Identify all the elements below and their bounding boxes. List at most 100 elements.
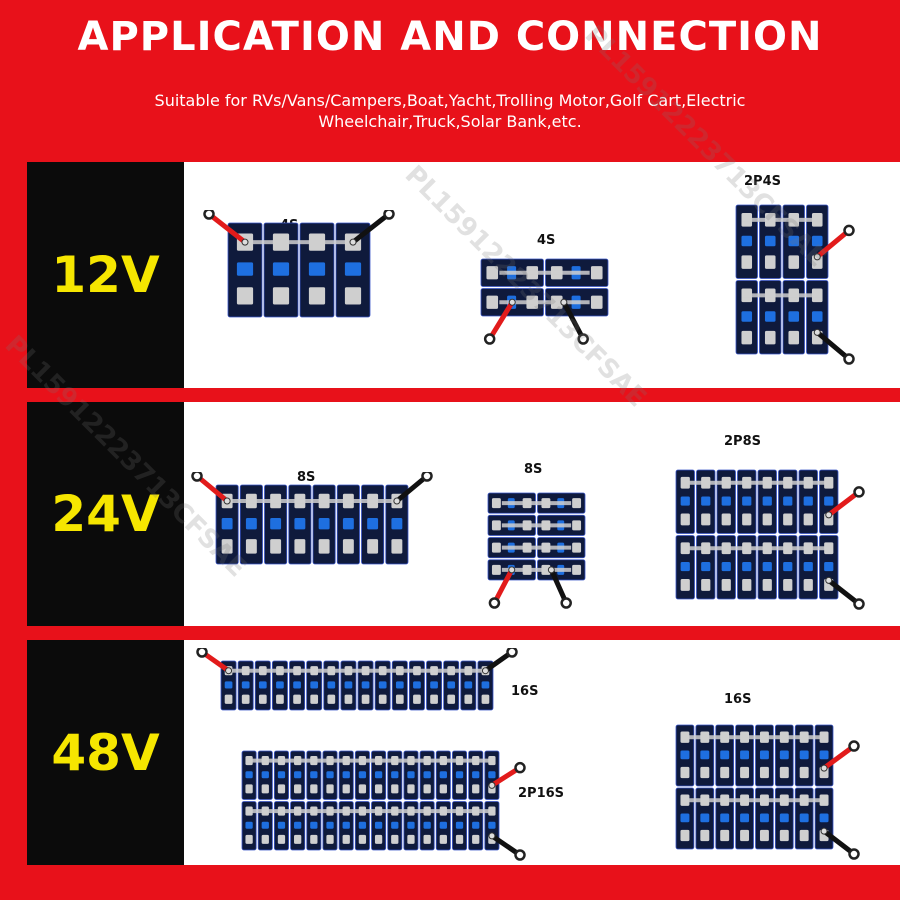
terminal-icon [261, 834, 269, 844]
terminal-icon [824, 496, 834, 506]
terminal-icon [277, 821, 286, 829]
terminal-icon [391, 771, 399, 779]
busbar [680, 735, 829, 740]
battery-diagram-8s [487, 492, 586, 609]
negative-cable [814, 329, 852, 362]
terminal-icon [720, 766, 730, 779]
terminal-icon [759, 829, 769, 842]
terminal-icon [680, 496, 690, 506]
terminal-icon [423, 834, 431, 844]
terminal-icon [486, 266, 499, 280]
terminal-icon [378, 681, 387, 689]
terminal-bolt-icon [393, 497, 401, 505]
busbar [245, 758, 496, 763]
terminal-icon [358, 771, 367, 779]
cable-ring-icon [196, 648, 208, 658]
terminal-bolt-icon [508, 566, 516, 574]
terminal-icon [680, 813, 690, 823]
terminal-icon [310, 681, 319, 689]
terminal-icon [344, 694, 353, 704]
terminal-bolt-icon [825, 576, 833, 584]
terminal-bolt-icon [488, 781, 496, 789]
terminal-icon [472, 771, 480, 779]
terminal-icon [407, 784, 415, 794]
terminal-icon [358, 834, 367, 844]
terminal-bolt-icon [813, 253, 821, 261]
terminal-icon [488, 771, 496, 779]
cable-ring-icon [383, 210, 395, 220]
terminal-icon [272, 262, 290, 276]
terminal-icon [740, 750, 750, 760]
terminal-icon [374, 784, 383, 794]
terminal-icon [430, 694, 438, 704]
terminal-icon [819, 813, 829, 823]
terminal-icon [327, 681, 336, 689]
terminal-bolt-icon [225, 667, 233, 675]
terminal-icon [701, 513, 711, 526]
terminal-icon [762, 562, 772, 572]
terminal-icon [342, 539, 354, 554]
cable-ring-icon [191, 472, 203, 482]
terminal-icon [799, 813, 809, 823]
terminal-icon [680, 579, 690, 591]
cable-ring-icon [203, 210, 215, 220]
terminal-icon [779, 766, 789, 779]
busbar [501, 501, 572, 506]
cable-ring-icon [853, 598, 865, 610]
voltage-label-box: 48V [27, 640, 184, 865]
terminal-icon [572, 520, 582, 531]
terminal-icon [391, 784, 399, 794]
terminal-icon [261, 784, 269, 794]
terminal-icon [720, 750, 730, 760]
terminal-bolt-icon [560, 298, 568, 306]
terminal-icon [270, 518, 282, 530]
page-subtitle: Suitable for RVs/Vans/Campers,Boat,Yacht… [154, 91, 746, 131]
terminal-bolt-icon [813, 328, 821, 336]
terminal-icon [759, 766, 769, 779]
terminal-icon [455, 771, 464, 779]
terminal-icon [741, 330, 753, 345]
positive-cable [821, 743, 857, 771]
terminal-icon [811, 235, 823, 247]
terminal-icon [783, 496, 793, 506]
terminal-icon [261, 821, 269, 829]
row-24v: 24V 8S 8S 2P8S [27, 402, 900, 626]
row-12v: 12V 4S 4S 2P4S [27, 162, 900, 388]
terminal-icon [342, 518, 354, 530]
voltage-label-box: 12V [27, 162, 184, 388]
terminal-icon [779, 813, 789, 823]
battery-diagram-4s [203, 210, 395, 318]
config-label: 8S [524, 462, 543, 477]
terminal-icon [491, 520, 501, 531]
terminal-icon [245, 518, 257, 530]
terminal-icon [391, 539, 403, 554]
config-label: 4S [537, 233, 556, 248]
terminal-icon [799, 750, 809, 760]
terminal-icon [455, 834, 464, 844]
terminal-bolt-icon [825, 511, 833, 519]
busbar [501, 545, 572, 550]
terminal-icon [783, 513, 793, 526]
terminal-icon [310, 784, 318, 794]
terminal-icon [803, 562, 813, 572]
battery-diagram-16s [675, 724, 860, 860]
busbar [499, 300, 590, 305]
terminal-icon [395, 681, 404, 689]
terminal-icon [680, 513, 690, 526]
terminal-icon [308, 287, 326, 305]
terminal-icon [407, 834, 415, 844]
terminal-icon [680, 562, 690, 572]
busbar [225, 668, 489, 673]
terminal-icon [572, 564, 582, 575]
terminal-icon [378, 694, 387, 704]
terminal-icon [245, 821, 253, 829]
terminal-icon [344, 287, 362, 305]
negative-cable [561, 299, 586, 342]
terminal-icon [413, 694, 421, 704]
terminal-icon [783, 579, 793, 591]
terminal-icon [491, 542, 501, 553]
terminal-icon [241, 694, 250, 704]
terminal-icon [455, 821, 464, 829]
cable-ring-icon [848, 848, 860, 860]
terminal-icon [293, 694, 301, 704]
